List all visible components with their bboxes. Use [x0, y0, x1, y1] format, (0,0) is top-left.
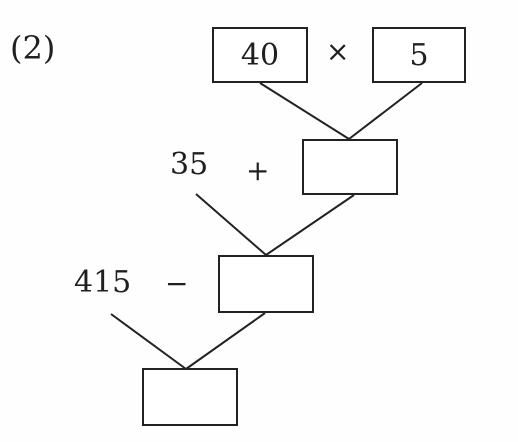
- result-box-final: [142, 368, 238, 426]
- value-box-5: 5: [372, 27, 466, 83]
- operand-35-label: 35: [170, 147, 209, 182]
- connector-415-to-box4: [110, 313, 187, 370]
- connector-box3-to-box4: [185, 312, 266, 370]
- problem-number-label: (2): [10, 29, 56, 67]
- minus-operator: −: [165, 267, 189, 300]
- connector-box2-to-box3: [265, 194, 355, 256]
- value-box-40: 40: [212, 27, 308, 83]
- connector-5-to-box2: [348, 82, 423, 140]
- plus-operator: +: [246, 154, 270, 187]
- connector-40-to-box2: [259, 82, 350, 140]
- result-box-product: [302, 139, 398, 195]
- multiply-operator: ×: [326, 35, 350, 68]
- result-box-sum: [218, 255, 314, 313]
- connector-35-to-box3: [195, 193, 267, 256]
- operand-415-label: 415: [74, 265, 132, 300]
